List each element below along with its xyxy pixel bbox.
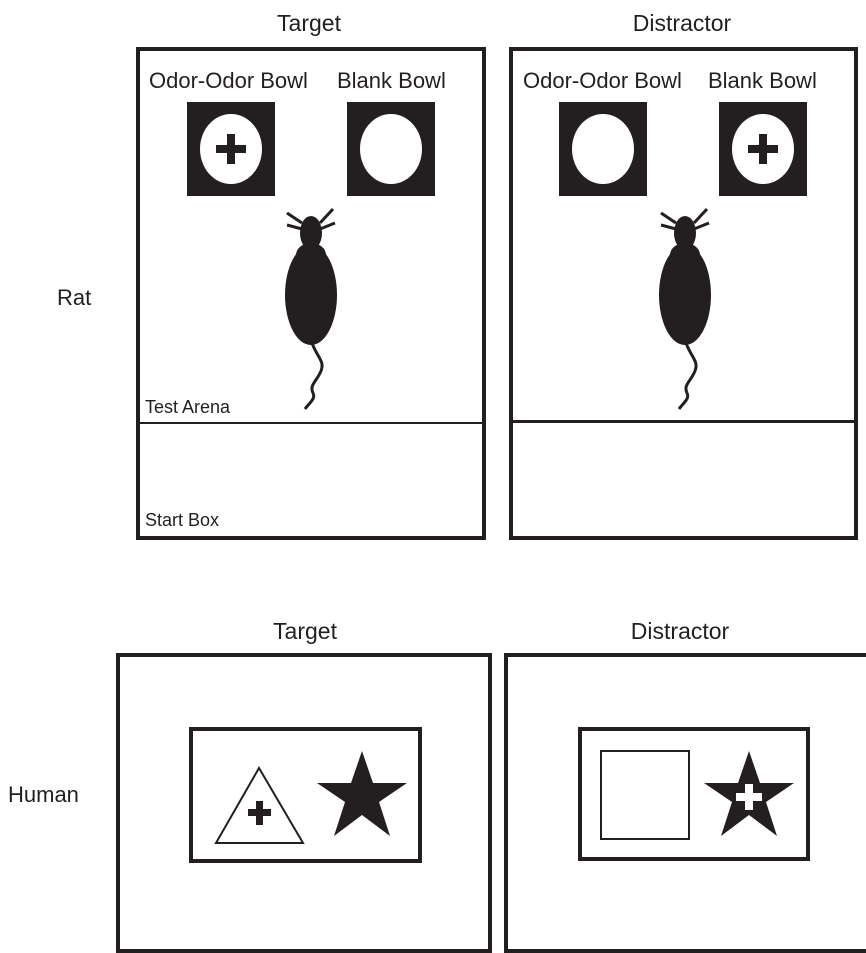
rat-distractor-blank-bowl-label: Blank Bowl — [708, 68, 817, 93]
human-target-title: Target — [273, 618, 337, 644]
square-icon — [600, 750, 690, 840]
rat-target-odor-bowl-icon — [187, 102, 275, 196]
rat-distractor-title: Distractor — [632, 10, 732, 36]
rat-distractor-odor-bowl-icon — [559, 102, 647, 196]
triangle-cross-icon — [248, 801, 271, 825]
star-cross-icon — [736, 784, 762, 810]
rat-distractor-odor-bowl-label: Odor-Odor Bowl — [523, 68, 682, 93]
start-box-label: Start Box — [145, 510, 220, 530]
rat-distractor-rat-icon — [657, 207, 713, 411]
human-row-label: Human — [8, 782, 79, 807]
human-target-stimulus-frame — [189, 727, 422, 863]
star-icon — [317, 751, 407, 836]
human-distractor-stimulus-frame — [578, 727, 810, 861]
rat-distractor-divider — [509, 420, 858, 423]
rat-target-odor-bowl-label: Odor-Odor Bowl — [149, 68, 308, 93]
rat-target-blank-bowl-icon — [347, 102, 435, 196]
rat-target-title: Target — [277, 10, 341, 36]
rat-target-panel — [136, 47, 486, 540]
rat-target-blank-bowl-label: Blank Bowl — [337, 68, 446, 93]
rat-distractor-panel — [509, 47, 858, 540]
test-arena-label: Test Arena — [145, 397, 231, 417]
rat-distractor-blank-bowl-icon — [719, 102, 807, 196]
rat-target-divider — [136, 422, 486, 424]
rat-target-rat-icon — [283, 207, 339, 411]
rat-row-label: Rat — [57, 285, 92, 310]
human-distractor-title: Distractor — [630, 618, 730, 644]
